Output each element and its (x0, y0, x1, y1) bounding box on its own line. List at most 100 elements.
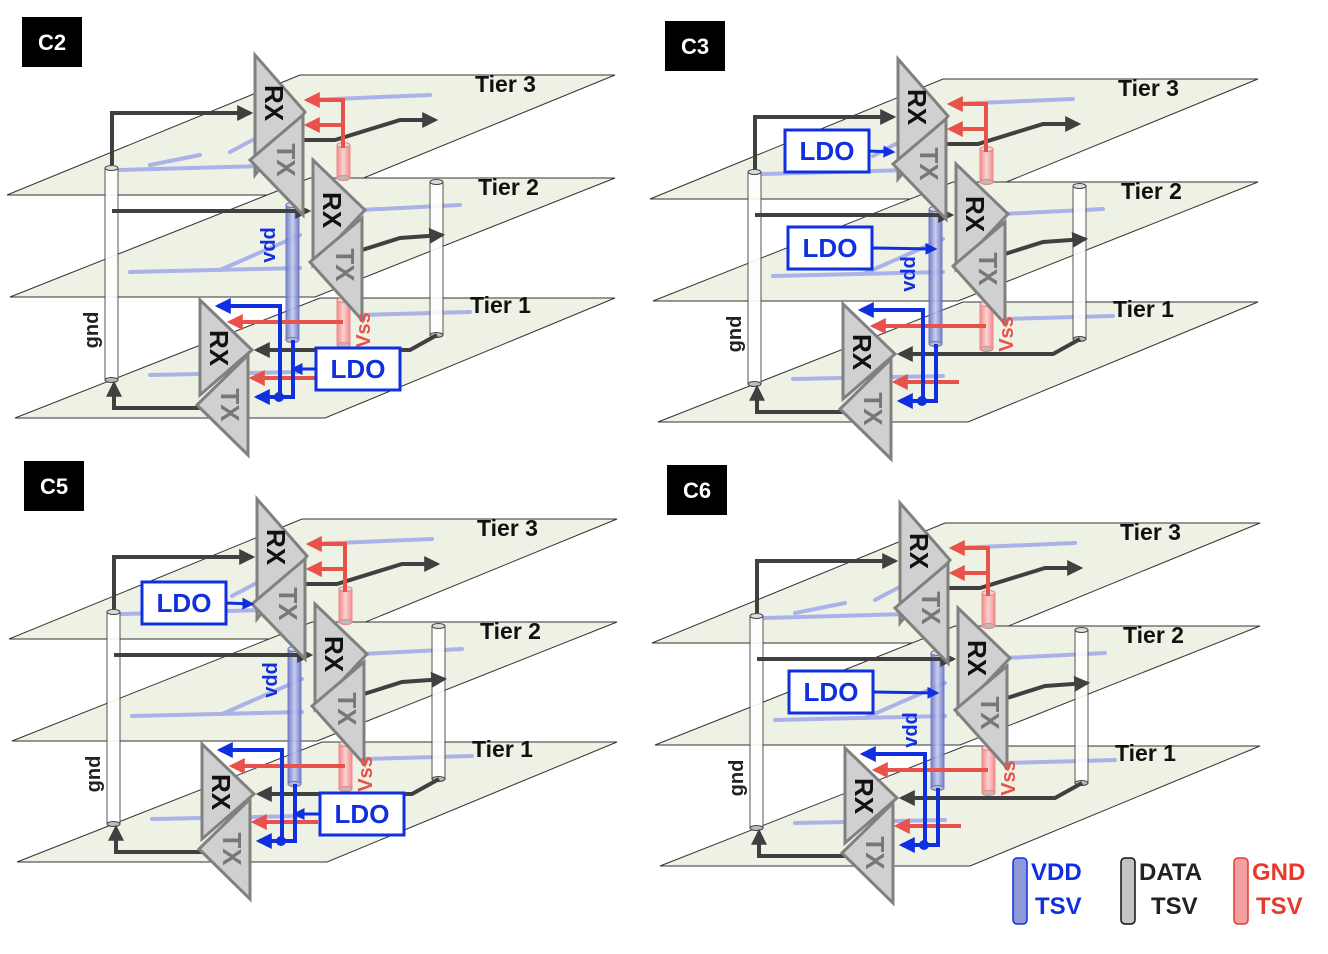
tx-tier2: TX (950, 218, 1007, 328)
ldo-label: LDO (803, 233, 858, 263)
gnd-tsv-upper-body (981, 592, 996, 627)
legend-label-line1: GND (1252, 859, 1305, 886)
gnd-label: gnd (83, 756, 105, 793)
vdd-tsv-body (930, 652, 945, 789)
data-arrow-tier2-tx (361, 227, 446, 252)
tier-label-1: Tier 1 (472, 736, 533, 762)
data-tsv-left-top (749, 613, 764, 619)
rx-tier1-shape (843, 744, 900, 847)
gnd-tsv-upper (981, 590, 996, 629)
tx-tier3-label: TX (273, 587, 303, 621)
tx-tier1-shape (194, 351, 250, 459)
data-arrow-tier3-tx (948, 560, 1084, 590)
legend-label-line2: TSV (1256, 893, 1303, 920)
data-arrow-tier2-tx (1006, 675, 1091, 700)
tx-tier2-shape (309, 658, 366, 768)
metal-wire (773, 714, 947, 722)
vdd-arrow-tier1-tx (896, 344, 938, 409)
legend-tsv-icon (1012, 857, 1028, 925)
vdd-tsv-body (928, 208, 943, 345)
ldo-output-arrow (871, 242, 938, 255)
data-arrow-tier1-rx (255, 777, 440, 802)
legend: VDD TSV DATA TSV GND TSV (1012, 857, 1305, 925)
legend-label-line1: VDD (1031, 859, 1082, 886)
tx-tier3: TX (247, 111, 305, 219)
data-arrow-tier1-rx (253, 333, 438, 358)
legend-label-line2: TSV (1035, 893, 1082, 920)
vdd-arrow-tier1-rx (214, 298, 282, 397)
data-tsv-right-top (431, 623, 446, 629)
data-tsv-right-body (431, 625, 446, 780)
panel-label: C6 (683, 478, 711, 503)
panel-label: C2 (38, 30, 66, 55)
ldo-block-1: LDO (140, 580, 255, 626)
rx-tier1-shape (198, 296, 255, 399)
legend-label-line2: TSV (1151, 893, 1198, 920)
data-arrow-tier2-tx (1004, 231, 1089, 256)
data-tsv-left-bottom (104, 377, 119, 383)
rx-tier2-label: RX (319, 636, 349, 673)
data-tsv-right-body (1072, 185, 1087, 340)
tx-tier3-shape (892, 559, 950, 667)
vdd-arrow-tier1-tx (255, 784, 297, 849)
ldo-label: LDO (335, 799, 390, 829)
tier-label-2: Tier 2 (480, 618, 541, 644)
ldo-label: LDO (157, 588, 212, 618)
data-tsv-left (747, 169, 762, 387)
legend-tsv-icon (1233, 857, 1249, 925)
tx-tier3-shape (249, 555, 307, 663)
tx-tier2: TX (309, 658, 366, 768)
gnd-tsv-upper-body (979, 148, 994, 183)
tier-label-3: Tier 3 (475, 71, 536, 97)
ldo-box (314, 346, 402, 392)
vss-label: Vss (996, 316, 1018, 352)
data-tsv-left (106, 609, 121, 827)
rx-tier1-label: RX (847, 334, 877, 371)
ldo-output-arrow (872, 686, 940, 699)
data-tsv-right (429, 179, 444, 338)
rx-tier2: RX (313, 600, 370, 713)
data-tsv-left-body (104, 167, 119, 381)
ldo-label: LDO (804, 677, 859, 707)
vdd-label: vdd (260, 662, 282, 698)
data-tsv-right (431, 623, 446, 782)
tx-tier1: TX (839, 799, 895, 907)
gnd-label: gnd (726, 760, 748, 797)
tx-tier3-label: TX (271, 143, 301, 177)
gnd-label: gnd (724, 316, 746, 353)
rx-tier1-shape (841, 300, 898, 403)
metal-wire (1001, 314, 1115, 321)
data-tsv-left-bottom (749, 825, 764, 831)
data-tsv-left-bottom (106, 821, 121, 827)
tx-tier1: TX (837, 355, 893, 463)
gnd-arrow-tier3-rx (305, 536, 347, 592)
vss-label: Vss (998, 760, 1020, 796)
vdd-tsv-body (287, 648, 302, 785)
tier-label-1: Tier 1 (1113, 296, 1174, 322)
panel-label-box (22, 17, 82, 67)
tx-tier2: TX (952, 662, 1009, 772)
data-tsv-right (1074, 627, 1089, 786)
legend-label-line1: DATA (1139, 859, 1202, 886)
rx-tier1-shape (200, 740, 257, 843)
rx-tier1: RX (843, 744, 900, 847)
tier-label-2: Tier 2 (478, 174, 539, 200)
panel-label: C3 (681, 34, 709, 59)
data-arrow-tier3-rx (112, 549, 256, 609)
tier-label-1: Tier 1 (1115, 740, 1176, 766)
data-tsv-right-body (1074, 629, 1089, 784)
tier-label-3: Tier 3 (1120, 519, 1181, 545)
gnd-tsv-upper-body (338, 588, 353, 623)
data-tsv-right-body (429, 181, 444, 336)
gnd-tsv-upper-body (336, 144, 351, 179)
vdd-arrow-tier1-rx (216, 742, 284, 841)
panel-label-box (665, 21, 725, 71)
panel-label-box (24, 461, 84, 511)
tier-label-2: Tier 2 (1123, 622, 1184, 648)
data-tsv-left-bottom (747, 381, 762, 387)
tx-tier2-label: TX (330, 248, 360, 282)
vdd-junction-dot (917, 396, 927, 406)
data-tsv-left-top (104, 165, 119, 171)
tx-tier1-label: TX (217, 832, 247, 866)
